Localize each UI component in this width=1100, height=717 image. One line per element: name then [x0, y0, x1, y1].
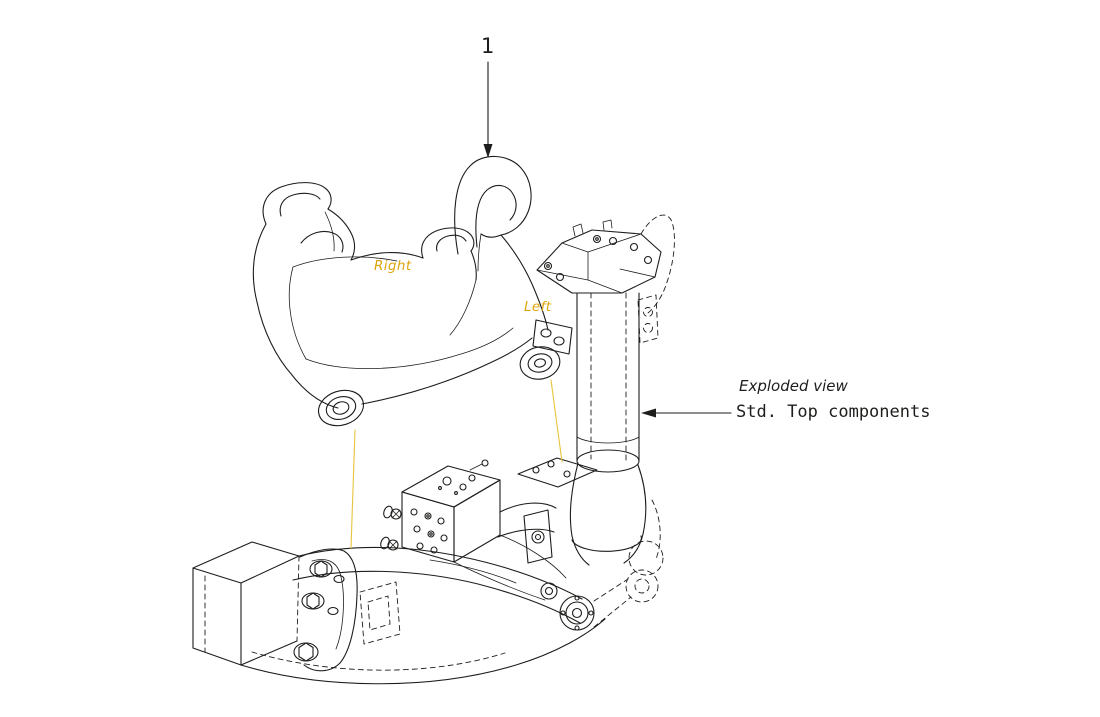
clevis-plate	[532, 319, 573, 355]
column-foot	[497, 457, 664, 576]
bushing-ring	[519, 346, 561, 380]
item-callout-number: 1	[481, 34, 495, 58]
left-position-label: Left	[524, 299, 552, 315]
callout-arrow-down-icon	[483, 61, 493, 158]
left-hook	[262, 182, 344, 253]
right-position-label: Right	[374, 258, 412, 274]
side-stud-fittings	[380, 505, 402, 551]
caption-title: Exploded view	[739, 377, 848, 395]
base-assembly	[192, 459, 659, 685]
right-hook	[454, 155, 532, 255]
middle-tab	[421, 227, 475, 259]
valve-block	[380, 459, 501, 563]
pivot-boss	[317, 389, 365, 427]
caption-subtitle: Std. Top components	[736, 402, 931, 422]
column-body	[576, 292, 640, 473]
bolt-plate	[293, 548, 401, 672]
left-gearbox	[192, 541, 300, 666]
top-coupler-part	[252, 155, 573, 427]
caption-arrow-left-icon	[641, 408, 732, 418]
rotator-column	[497, 214, 675, 576]
hub-discs	[540, 569, 659, 631]
leader-lines	[350, 379, 563, 549]
column-head	[536, 214, 675, 344]
